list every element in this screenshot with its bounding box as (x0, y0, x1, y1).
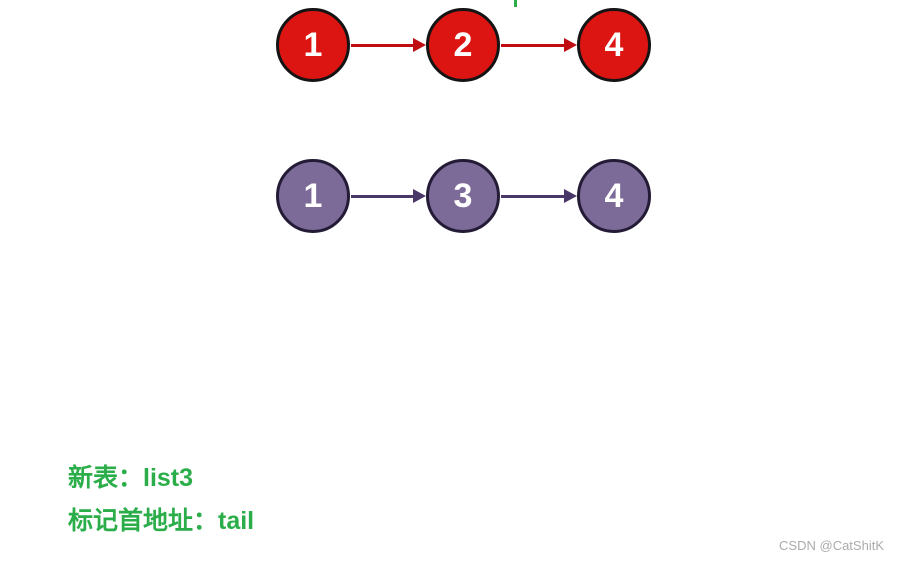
next-pointer-arrow (351, 189, 426, 203)
node-value: 3 (453, 177, 473, 215)
list-node: 3 (426, 159, 500, 233)
note-new-list: 新表：list3 (68, 464, 194, 492)
watermark: CSDN @CatShitK (779, 538, 884, 553)
cursor-tick (514, 0, 517, 7)
arrow-head-icon (564, 189, 577, 203)
arrow-head-icon (413, 189, 426, 203)
node-value: 1 (303, 177, 323, 215)
arrow-head-icon (413, 38, 426, 52)
list-node: 4 (577, 159, 651, 233)
next-pointer-arrow (351, 38, 426, 52)
list-node: 2 (426, 8, 500, 82)
node-value: 4 (604, 177, 624, 215)
arrow-shaft (351, 43, 413, 47)
list-node: 1 (276, 159, 350, 233)
next-pointer-arrow (501, 189, 577, 203)
note-tail-pointer: 标记首地址：tail (68, 507, 255, 535)
arrow-shaft (501, 43, 564, 47)
node-value: 2 (453, 26, 473, 64)
next-pointer-arrow (501, 38, 577, 52)
arrow-shaft (501, 194, 564, 198)
list-node: 1 (276, 8, 350, 82)
annotation-notes: 新表：list3 标记首地址：tail (68, 463, 254, 549)
arrow-head-icon (564, 38, 577, 52)
node-value: 4 (604, 26, 624, 64)
node-value: 1 (303, 26, 323, 64)
arrow-shaft (351, 194, 413, 198)
list-node: 4 (577, 8, 651, 82)
